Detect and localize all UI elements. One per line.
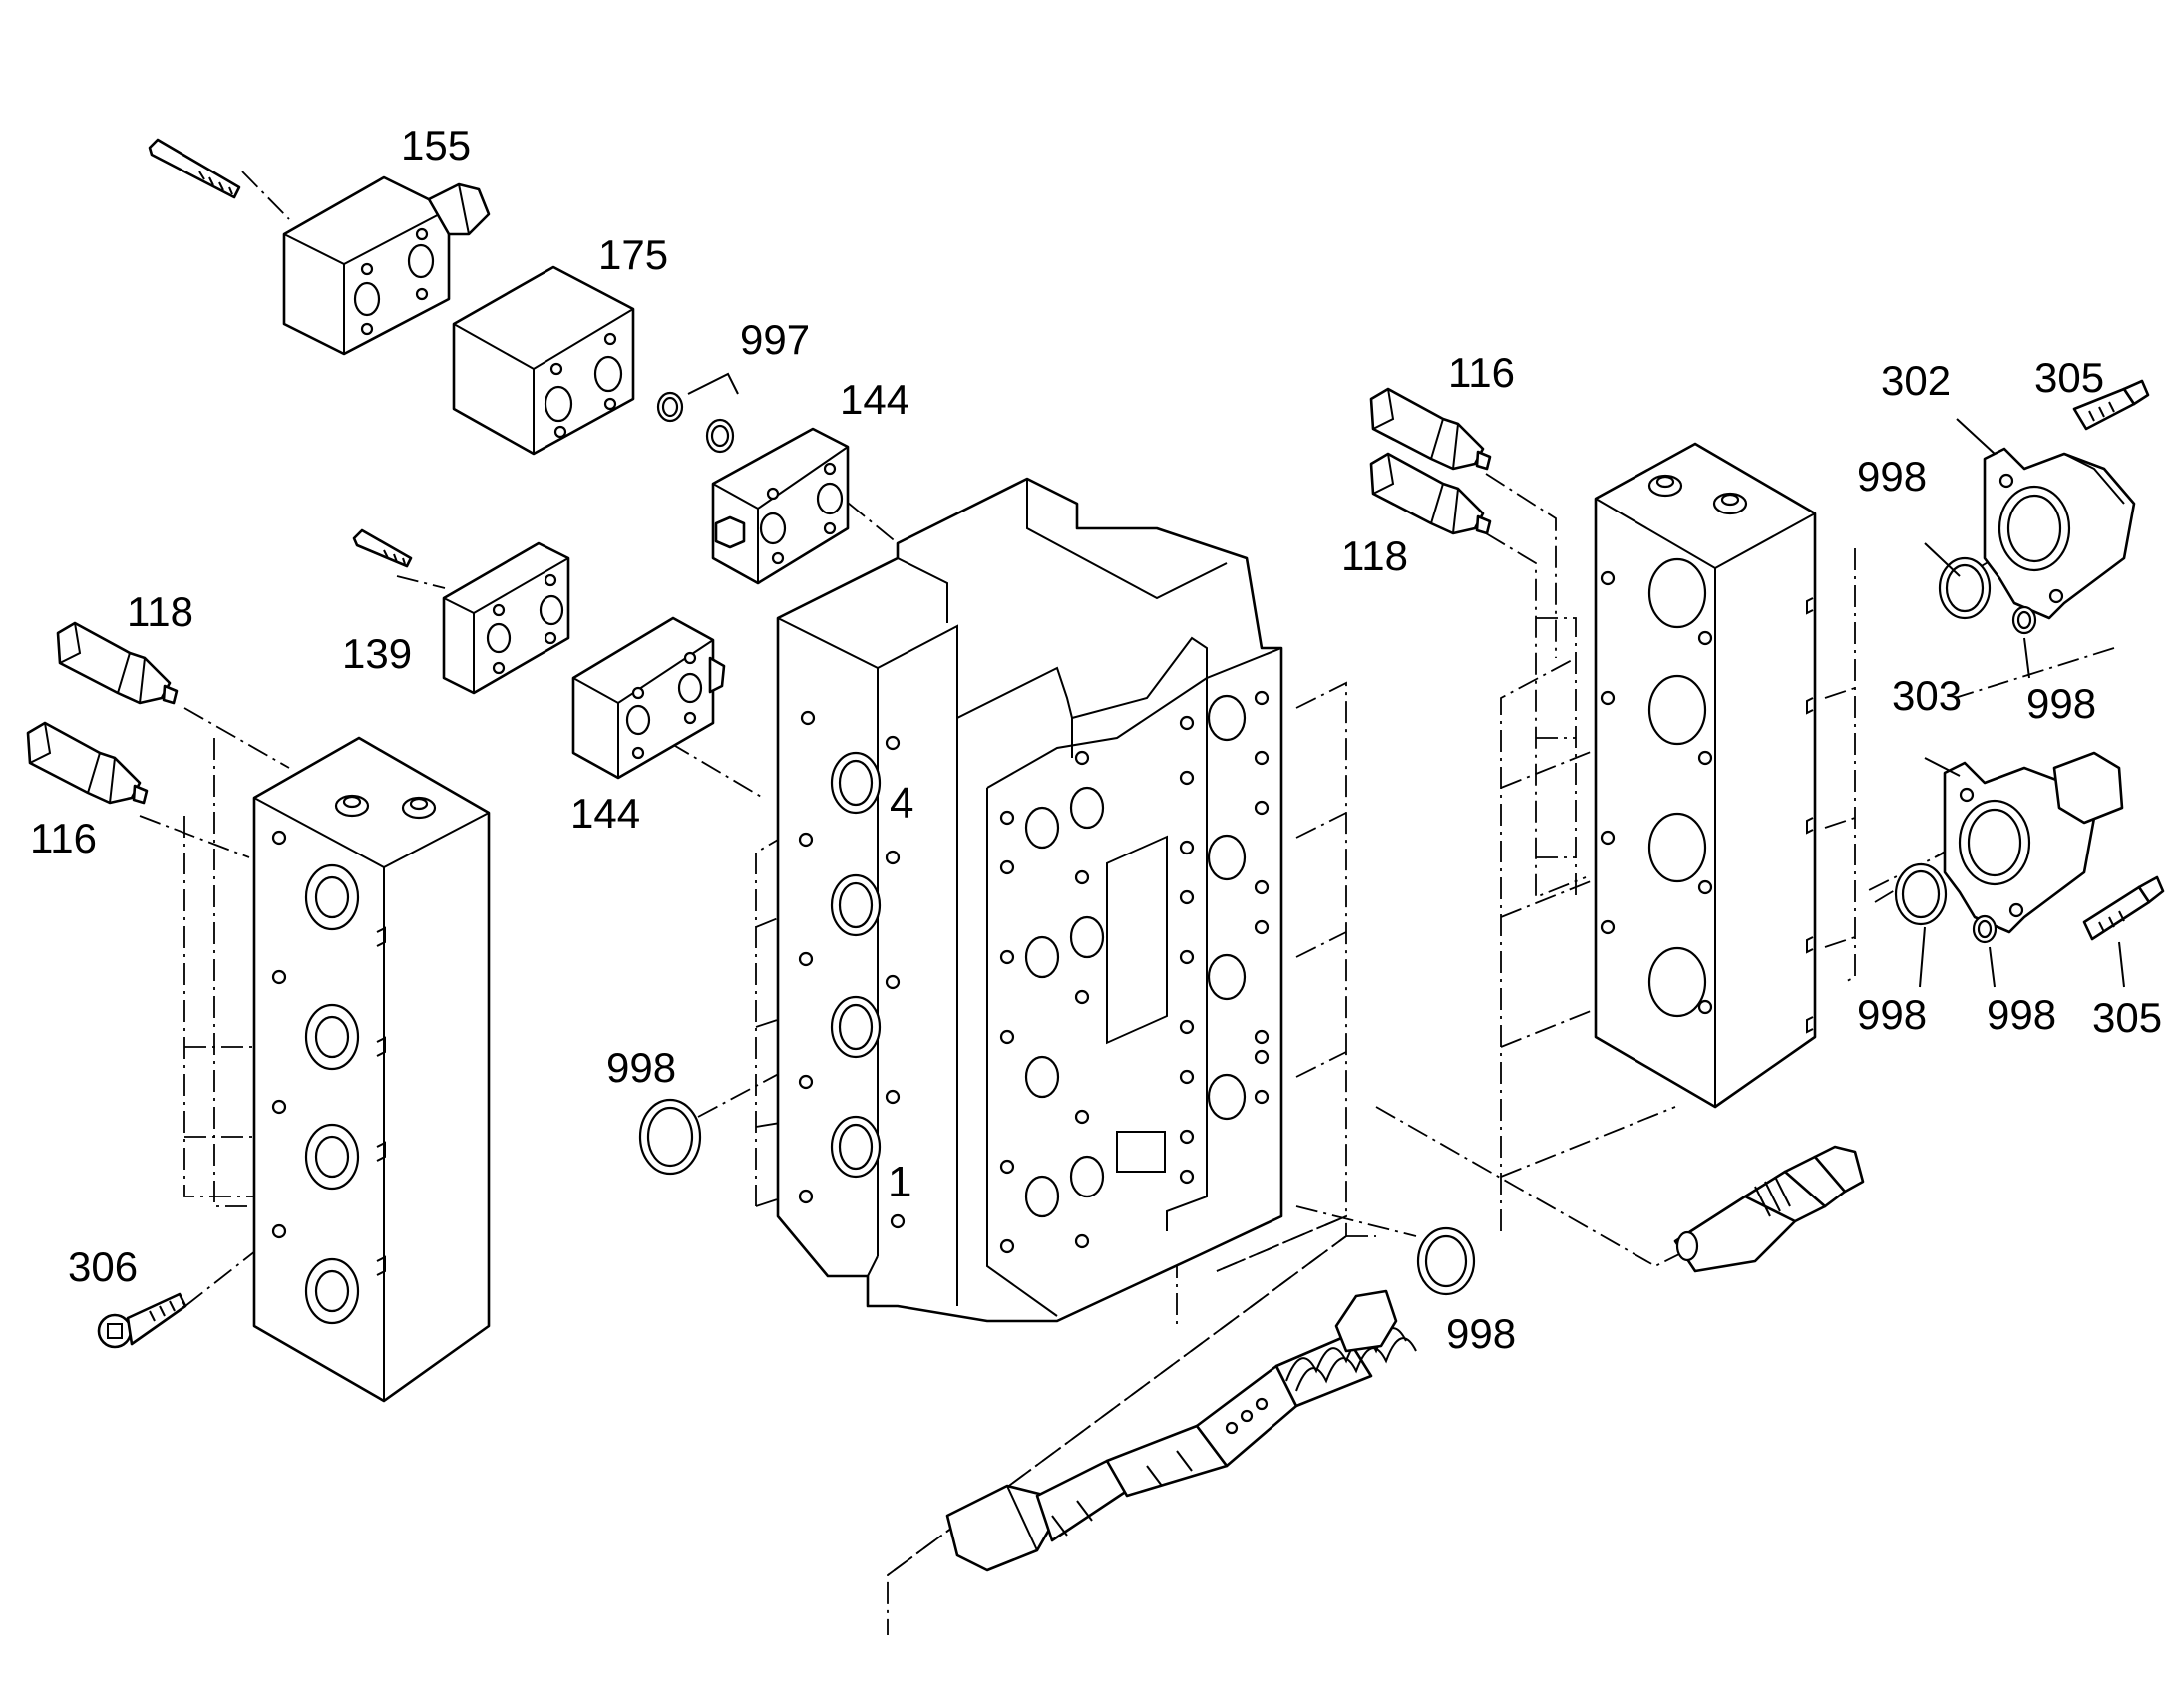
part-998-o-ring-r2 (2011, 605, 2037, 635)
label-303: 303 (1892, 672, 1962, 719)
label-306: 306 (68, 1243, 138, 1290)
part-306-bolt (97, 1292, 187, 1349)
part-139-block (352, 528, 570, 695)
label-998-r2: 998 (2026, 680, 2096, 727)
part-118-cartridge-left (56, 621, 179, 705)
label-302: 302 (1881, 357, 1951, 404)
part-144-block-middle (571, 616, 726, 780)
part-305-bolt-bottom (2082, 875, 2165, 941)
label-998-r1: 998 (1857, 453, 1927, 500)
part-303-flange (1943, 751, 2124, 934)
label-998-center: 998 (606, 1044, 676, 1091)
label-305-bottom: 305 (2092, 994, 2162, 1041)
label-118-left: 118 (127, 588, 193, 635)
label-305-top: 305 (2034, 354, 2104, 401)
label-139: 139 (342, 630, 412, 677)
part-118-cartridge-right (1369, 452, 1492, 535)
part-998-o-ring-r4 (1972, 914, 1998, 944)
part-998-o-ring-bottom (1416, 1226, 1476, 1296)
label-116-right: 116 (1448, 349, 1515, 396)
part-998-o-ring-center (638, 1098, 702, 1176)
part-155-solenoid-block (148, 138, 491, 356)
part-302-flange (1983, 447, 2136, 620)
label-116-left: 116 (30, 815, 97, 861)
part-305-bolt-top (2072, 379, 2150, 431)
label-155: 155 (401, 122, 471, 169)
position-mark-1: 1 (888, 1158, 911, 1206)
left-valve-block (252, 736, 491, 1403)
relief-valve (1673, 1145, 1865, 1273)
part-116-cartridge-left (26, 721, 149, 805)
right-valve-block (1594, 442, 1817, 1109)
part-144-block-top (711, 427, 850, 585)
label-998-bottom: 998 (1446, 1310, 1516, 1357)
spool-assembly (945, 1289, 1417, 1572)
callout-labels: 155 175 997 144 139 144 118 116 306 998 … (30, 122, 2162, 1357)
part-998-o-ring-r3 (1894, 862, 1948, 926)
label-998-r4: 998 (1987, 991, 2056, 1038)
label-118-right: 118 (1341, 532, 1408, 579)
main-valve-body (776, 477, 1283, 1323)
part-998-o-ring-r1 (1938, 556, 1992, 620)
label-leader-lines (1919, 418, 2125, 988)
label-144-top: 144 (840, 376, 909, 423)
part-997-o-rings (656, 372, 739, 454)
label-144-middle: 144 (570, 790, 640, 837)
label-175: 175 (598, 231, 668, 278)
part-175-block (452, 265, 635, 456)
position-mark-4: 4 (890, 779, 913, 828)
label-998-r3: 998 (1857, 991, 1927, 1038)
label-997: 997 (740, 316, 810, 363)
part-116-cartridge-right (1369, 387, 1492, 471)
